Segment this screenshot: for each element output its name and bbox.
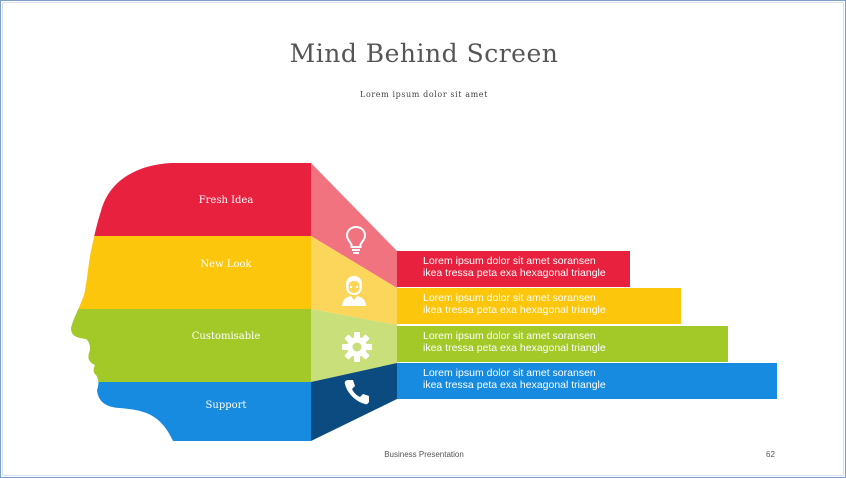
head-band-yellow — [71, 236, 311, 309]
page-number: 62 — [766, 450, 775, 459]
gear-icon — [342, 332, 372, 362]
band-label-new-look: New Look — [200, 259, 252, 270]
head-band-green — [71, 309, 311, 382]
info-bar-text-2: Lorem ipsum dolor sit amet soransen ikea… — [423, 292, 606, 316]
band-label-customisable: Customisable — [191, 331, 261, 342]
connector-red — [311, 163, 397, 288]
slide-title: Mind Behind Screen — [289, 39, 559, 68]
phone-icon — [344, 380, 369, 405]
slide-subtitle: Lorem ipsum dolor sit amet — [360, 90, 488, 99]
head-band-red — [71, 163, 311, 236]
footer-label: Business Presentation — [384, 450, 464, 459]
info-bar-text-1: Lorem ipsum dolor sit amet soransen ikea… — [423, 255, 606, 279]
info-bar-4: Lorem ipsum dolor sit amet soransen ikea… — [397, 363, 777, 399]
info-bar-3: Lorem ipsum dolor sit amet soransen ikea… — [397, 326, 728, 362]
head-band-blue — [71, 382, 311, 441]
info-bar-text-4: Lorem ipsum dolor sit amet soransen ikea… — [423, 367, 606, 391]
band-label-fresh-idea: Fresh Idea — [198, 195, 254, 206]
info-bar-1: Lorem ipsum dolor sit amet soransen ikea… — [397, 251, 630, 287]
connector-blue — [311, 363, 397, 441]
lightbulb-icon — [345, 225, 367, 254]
band-label-support: Support — [205, 400, 247, 411]
info-bar-2: Lorem ipsum dolor sit amet soransen ikea… — [397, 288, 681, 324]
person-icon — [342, 276, 366, 306]
info-bar-text-3: Lorem ipsum dolor sit amet soransen ikea… — [423, 330, 606, 354]
